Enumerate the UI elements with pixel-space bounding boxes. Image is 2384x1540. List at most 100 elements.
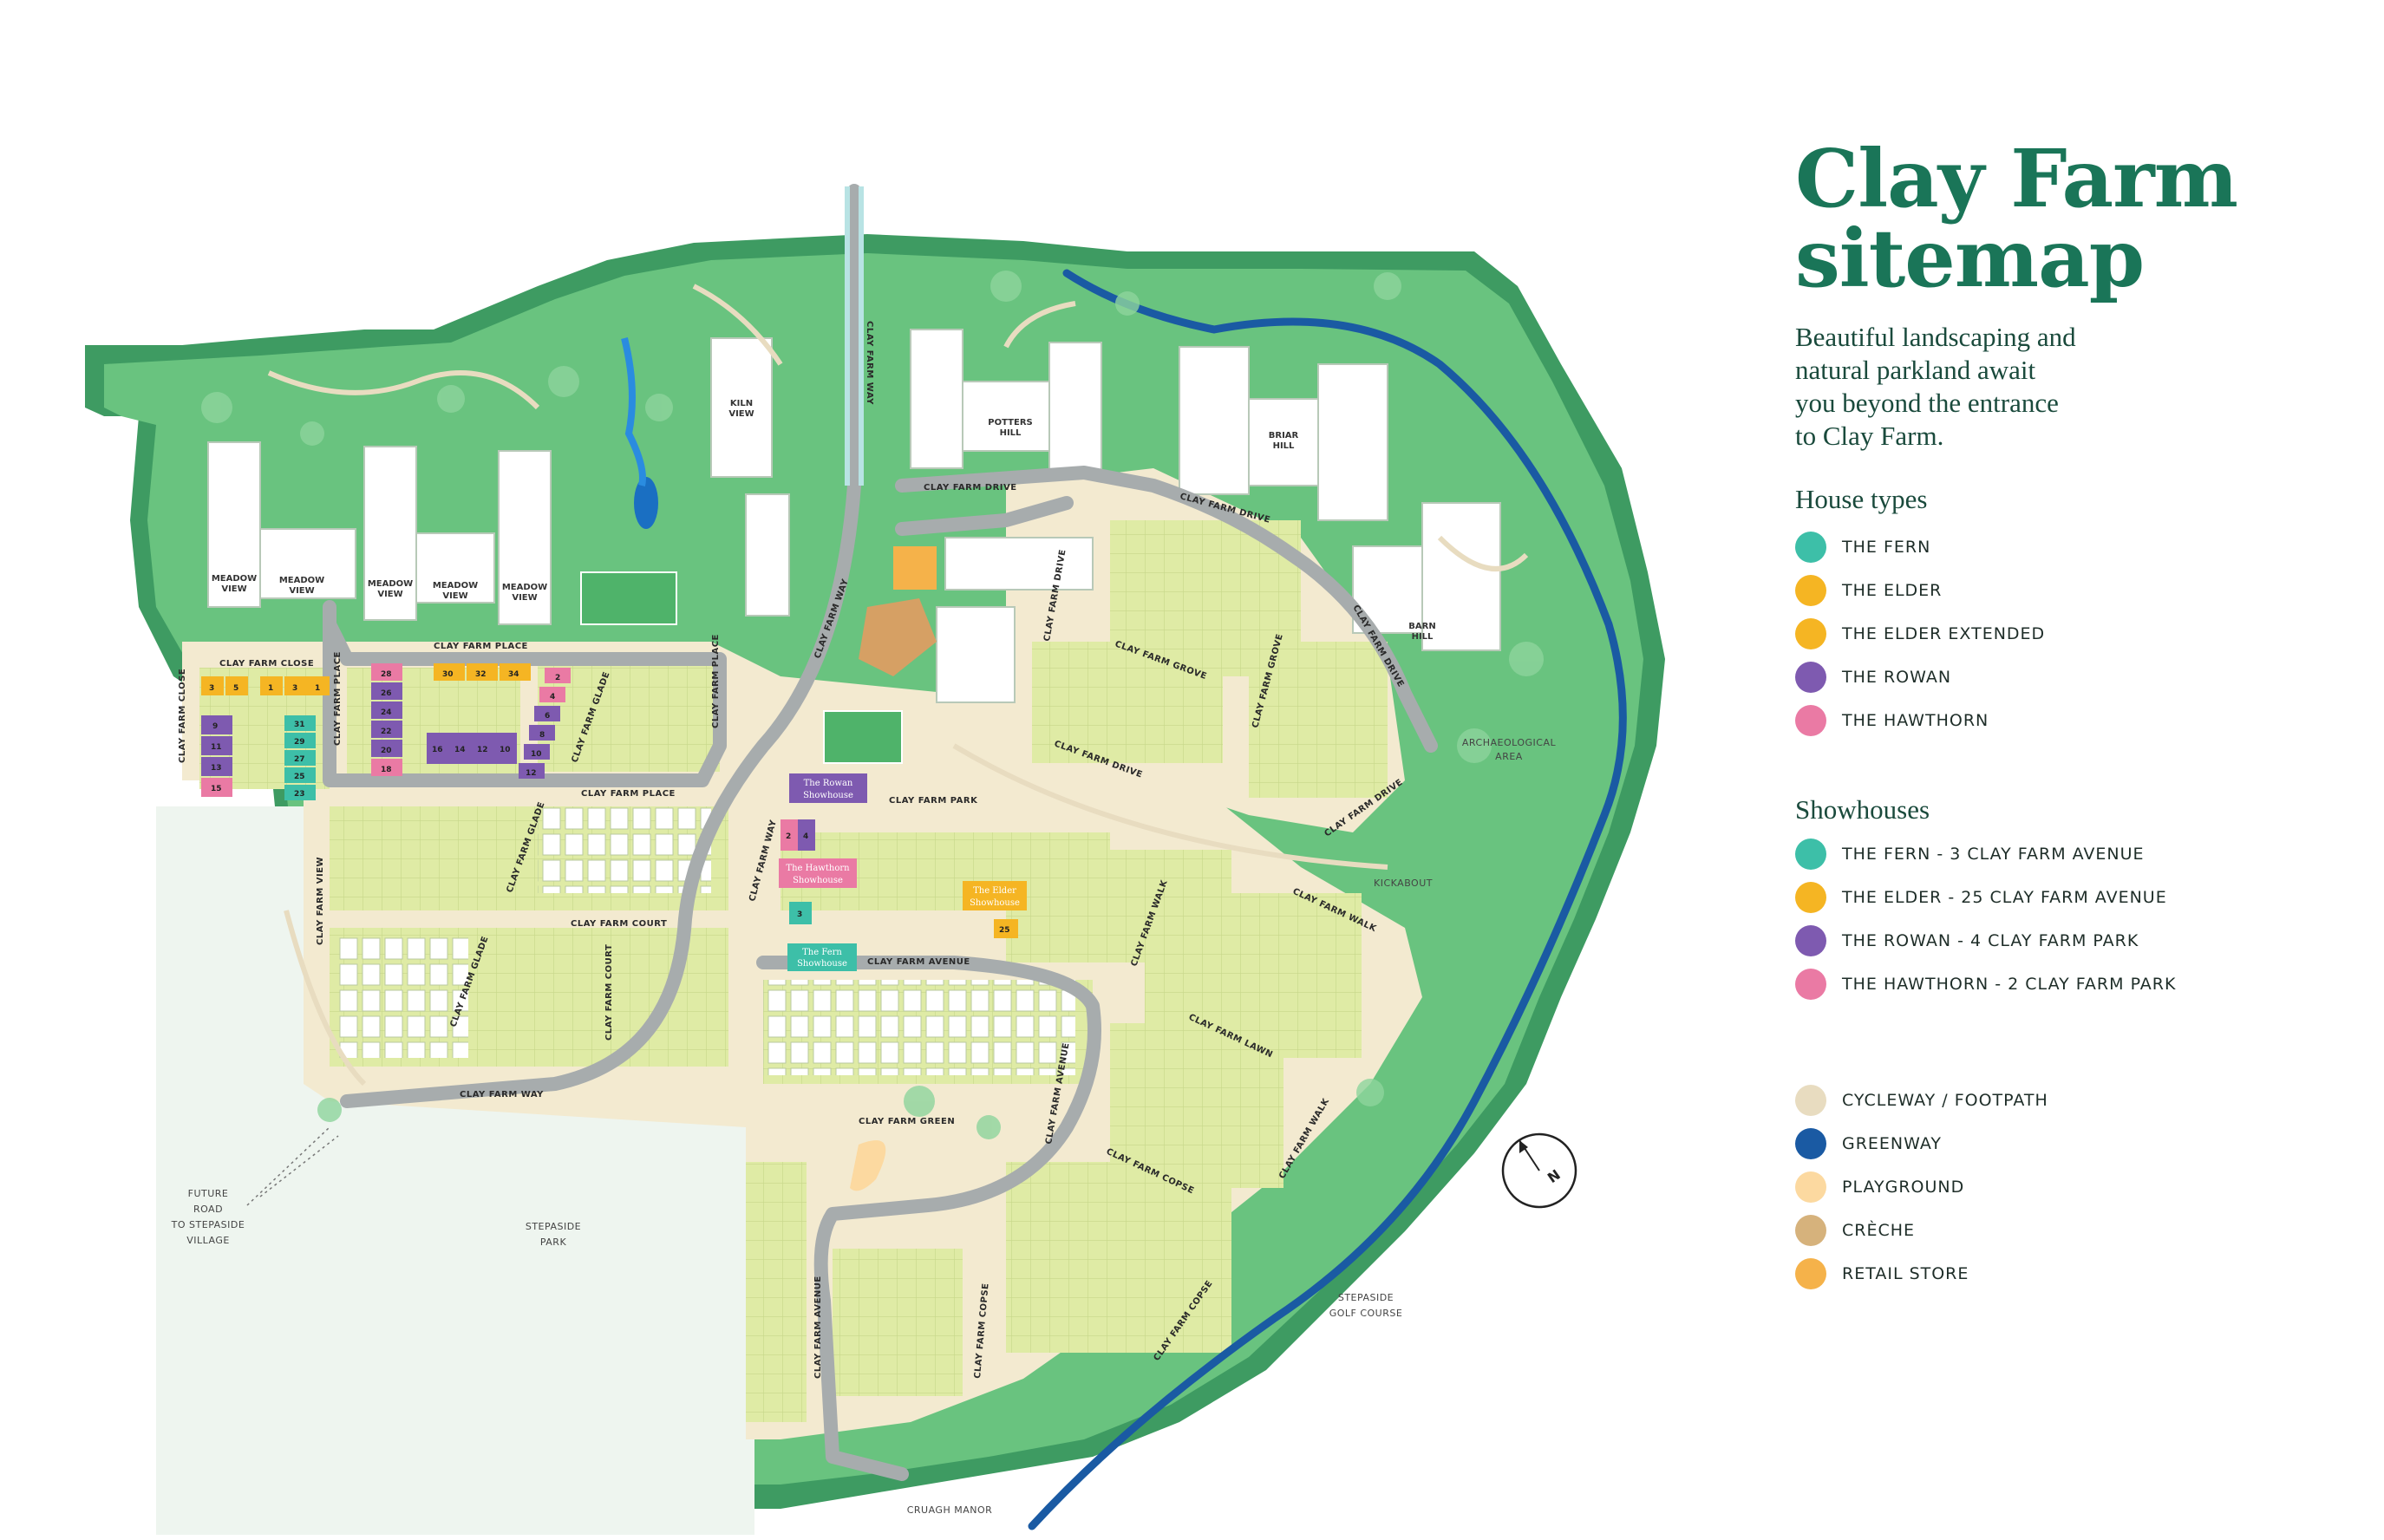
legend-label: CYCLEWAY / FOOTPATH — [1842, 1091, 2048, 1110]
amenity-item-greenway: GREENWAY — [1795, 1122, 2350, 1165]
showhouse-tag-rowan[interactable]: The Rowan Showhouse — [789, 773, 867, 803]
plot-close-left-3: 15 — [211, 785, 222, 793]
fern-showhouse-dot — [1795, 839, 1826, 870]
archaeological-label-b: AREA — [1495, 751, 1523, 762]
plot-place-row-0: 16 — [432, 746, 443, 754]
plot-place-top-1: 32 — [475, 670, 487, 679]
plot-close-left-0: 9 — [212, 722, 218, 731]
plot-close-right-2: 27 — [294, 755, 305, 764]
legend-label: RETAIL STORE — [1842, 1264, 1969, 1283]
label-clay-farm-place-2: CLAY FARM PLACE — [333, 651, 343, 746]
apartment-blocks — [207, 329, 1501, 703]
plot-close-right-4: 23 — [294, 790, 305, 799]
plot-glade-1: 4 — [550, 693, 555, 701]
rowan-color-dot — [1795, 662, 1826, 693]
cycleways — [267, 284, 1529, 1086]
label-clay-farm-green: CLAY FARM GREEN — [859, 1117, 955, 1126]
future-road-label-d: VILLAGE — [186, 1235, 230, 1246]
legend-label: THE ROWAN - 4 CLAY FARM PARK — [1842, 931, 2139, 950]
briar-hill-label-b: HILL — [1273, 441, 1295, 451]
playground-marker — [893, 546, 937, 590]
plot-glade-0: 2 — [555, 674, 560, 682]
trees — [201, 271, 1544, 1139]
title-line-1: Clay Farm — [1795, 132, 2238, 225]
showhouse-tag-elder[interactable]: The Elder Showhouse — [963, 881, 1027, 910]
meadow-view-label-4b: VIEW — [442, 591, 467, 601]
label-clay-farm-close: CLAY FARM CLOSE — [219, 659, 314, 669]
legend-label: PLAYGROUND — [1842, 1178, 1965, 1197]
label-clay-farm-place-1: CLAY FARM PLACE — [434, 642, 528, 651]
legend-label: THE ELDER — [1842, 581, 1943, 600]
rowan-tag-line2: Showhouse — [803, 791, 853, 800]
stepaside-park-label-b: PARK — [540, 1237, 567, 1248]
label-clay-farm-avenue-3: CLAY FARM AVENUE — [813, 1276, 823, 1379]
fern-tag-line2: Showhouse — [797, 959, 847, 969]
fern-color-dot — [1795, 532, 1826, 563]
plot-place-top-2: 34 — [508, 670, 519, 679]
legend-item-elder-extended: THE ELDER EXTENDED — [1795, 612, 2350, 656]
meadow-view-label-5b: VIEW — [512, 593, 537, 603]
title-line-2: sitemap — [1795, 212, 2145, 305]
hawthorn-tag-line2: Showhouse — [793, 876, 843, 885]
showhouses-heading: Showhouses — [1795, 794, 1930, 825]
plot-elder: 25 — [999, 926, 1010, 935]
future-road-label-a: FUTURE — [188, 1188, 229, 1199]
site-map[interactable]: 3 5 1 3 1 9 11 13 15 31 29 27 25 23 30 3… — [0, 0, 1734, 1540]
legend-label: THE FERN — [1842, 538, 1931, 557]
block-labels: MEADOW VIEW MEADOW VIEW MEADOW VIEW MEAD… — [212, 399, 1436, 642]
label-clay-farm-place-3: CLAY FARM PLACE — [581, 789, 676, 799]
amenities-section: CYCLEWAY / FOOTPATH GREENWAY PLAYGROUND … — [1795, 1079, 2350, 1295]
label-clay-farm-view: CLAY FARM VIEW — [316, 857, 325, 945]
plot-close-top-1: 5 — [233, 684, 238, 693]
stream — [621, 337, 646, 486]
pond — [634, 477, 658, 529]
plot-place-col-2: 24 — [381, 708, 392, 717]
plot-park-0: 2 — [786, 832, 791, 841]
plot-numbers: 3 5 1 3 1 9 11 13 15 31 29 27 25 23 30 3… — [209, 670, 1010, 935]
legend-item-hawthorn: THE HAWTHORN — [1795, 699, 2350, 742]
legend-label: THE ELDER - 25 CLAY FARM AVENUE — [1842, 888, 2167, 907]
showhouse-tag-fern[interactable]: The Fern Showhouse — [787, 943, 857, 971]
retail-dot — [1795, 1258, 1826, 1289]
legend-item-rowan: THE ROWAN — [1795, 656, 2350, 699]
plot-place-col-0: 28 — [381, 670, 392, 679]
golf-course-label-a: STEPASIDE — [1338, 1292, 1394, 1303]
plot-park-1: 4 — [803, 832, 808, 841]
plot-place-col-1: 26 — [381, 689, 392, 698]
label-clay-farm-court-1: CLAY FARM COURT — [571, 919, 667, 929]
kickabout-label: KICKABOUT — [1374, 878, 1433, 889]
kiln-view-label-a: KILN — [730, 399, 753, 408]
label-clay-farm-avenue-1: CLAY FARM AVENUE — [867, 957, 970, 967]
legend-item-fern: THE FERN — [1795, 525, 2350, 569]
plot-place-col-3: 22 — [381, 728, 392, 736]
hawthorn-showhouse-dot — [1795, 969, 1826, 1000]
meadow-pitch — [580, 571, 677, 625]
plot-glade-4: 10 — [531, 750, 542, 759]
future-road-line — [246, 1126, 339, 1206]
legend-label: CRÈCHE — [1842, 1221, 1916, 1240]
house-types-heading: House types — [1795, 484, 1928, 514]
legend-panel: Clay Farm sitemap Beautiful landscaping … — [1795, 139, 2350, 1295]
plot-close-top-2: 1 — [268, 684, 273, 693]
plot-place-col-5: 18 — [381, 766, 392, 774]
plot-glade-2: 6 — [545, 712, 550, 721]
greenway-dot — [1795, 1128, 1826, 1159]
playground-south — [850, 1140, 886, 1191]
meadow-view-label-2a: MEADOW — [279, 576, 324, 585]
showhouse-tag-hawthorn[interactable]: The Hawthorn Showhouse — [779, 858, 857, 888]
legend-label: THE ROWAN — [1842, 668, 1952, 687]
label-clay-farm-court-2: CLAY FARM COURT — [604, 944, 614, 1041]
greenway — [1028, 269, 1627, 1530]
plot-place-row-2: 12 — [477, 746, 488, 754]
potters-hill-label-b: HILL — [1000, 428, 1022, 438]
house-type-plots — [201, 663, 1018, 938]
meadow-view-label-4a: MEADOW — [433, 581, 478, 591]
creche-marker — [859, 598, 937, 676]
fern-tag-line1: The Fern — [802, 948, 842, 957]
meadow-view-label-2b: VIEW — [289, 586, 314, 596]
plot-glade-3: 8 — [539, 731, 545, 740]
label-clay-farm-way-sw: CLAY FARM WAY — [460, 1090, 544, 1100]
showhouse-item-elder: THE ELDER - 25 CLAY FARM AVENUE — [1795, 876, 2350, 919]
amenity-item-playground: PLAYGROUND — [1795, 1165, 2350, 1209]
clay-farm-place-plots — [371, 663, 571, 779]
